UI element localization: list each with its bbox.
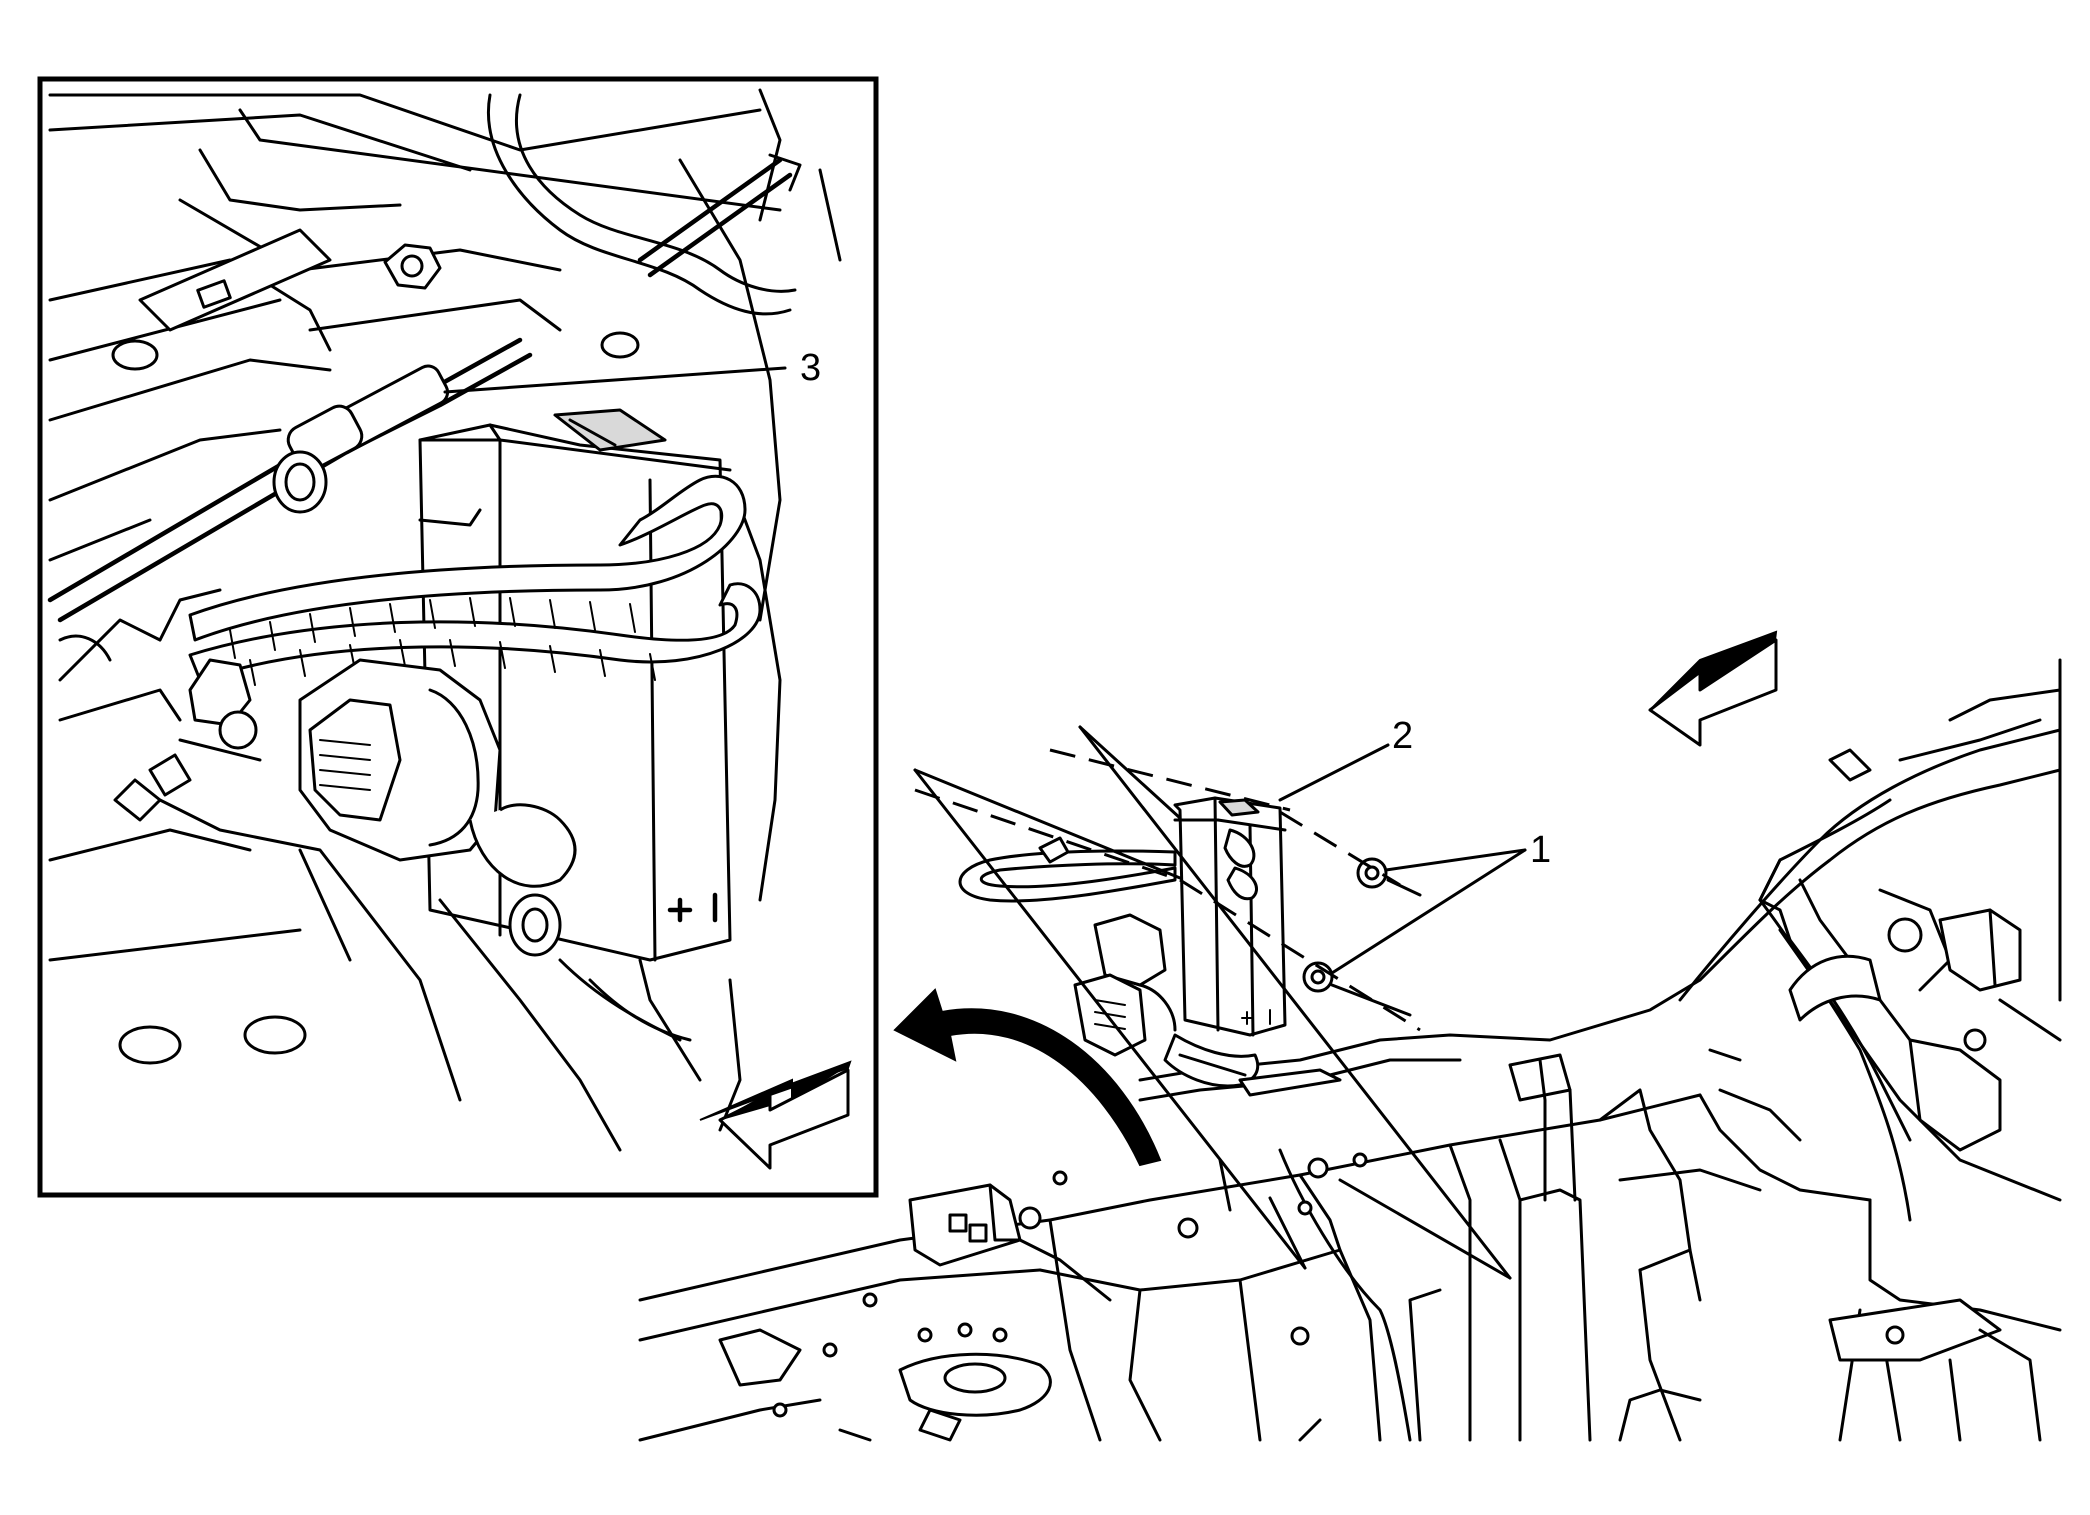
callout-3: 3 [443, 347, 821, 394]
detail-inset: 3 [37, 76, 879, 1198]
curved-arrow-icon [893, 988, 1162, 1167]
direction-arrow-icon [1648, 630, 1778, 747]
callout-1: 1 [1330, 829, 1551, 975]
main-view: 1 2 [638, 630, 2062, 1442]
callout-1-label: 1 [1530, 829, 1551, 871]
inset-frame [37, 76, 879, 1198]
callout-2: 2 [1278, 715, 1413, 802]
callout-2-label: 2 [1392, 715, 1413, 757]
module-assembly [958, 796, 1388, 1097]
direction-arrow-icon [699, 1060, 852, 1170]
nut-upper [1356, 857, 1388, 889]
callout-3-label: 3 [800, 347, 821, 389]
inset-drawing [47, 88, 852, 1170]
